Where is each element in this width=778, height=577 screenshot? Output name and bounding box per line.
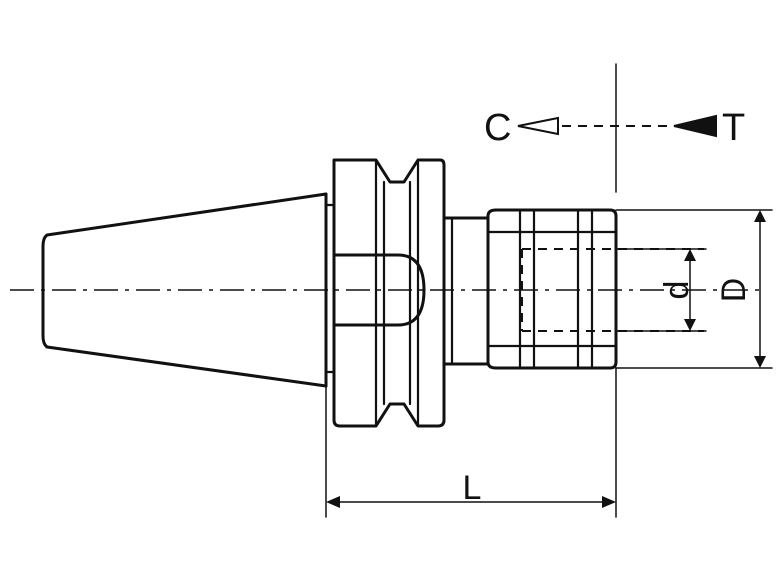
collet-body xyxy=(486,208,618,370)
label-d-large: D xyxy=(715,278,753,303)
flange-grooves xyxy=(374,158,420,428)
d-arrow-bottom-icon xyxy=(684,319,696,331)
d-arrow-top-icon xyxy=(684,249,696,261)
label-d-small: d xyxy=(658,281,696,300)
diameter-arrow-top-icon xyxy=(754,210,766,222)
tension-arrow-icon xyxy=(673,114,717,138)
label-t: T xyxy=(722,107,745,149)
label-c: C xyxy=(484,107,511,149)
flange-transition xyxy=(324,192,336,388)
collet-rings xyxy=(518,208,594,370)
compression-arrow-icon xyxy=(517,116,559,136)
diameter-arrow-bottom-icon xyxy=(754,356,766,368)
collet-inner-bands xyxy=(486,230,618,348)
flange-outline xyxy=(332,158,446,428)
taper-shank xyxy=(41,192,328,388)
drive-key xyxy=(332,253,426,327)
label-length: L xyxy=(463,469,482,507)
length-arrow-right-icon xyxy=(602,496,616,508)
length-arrow-left-icon xyxy=(326,496,340,508)
